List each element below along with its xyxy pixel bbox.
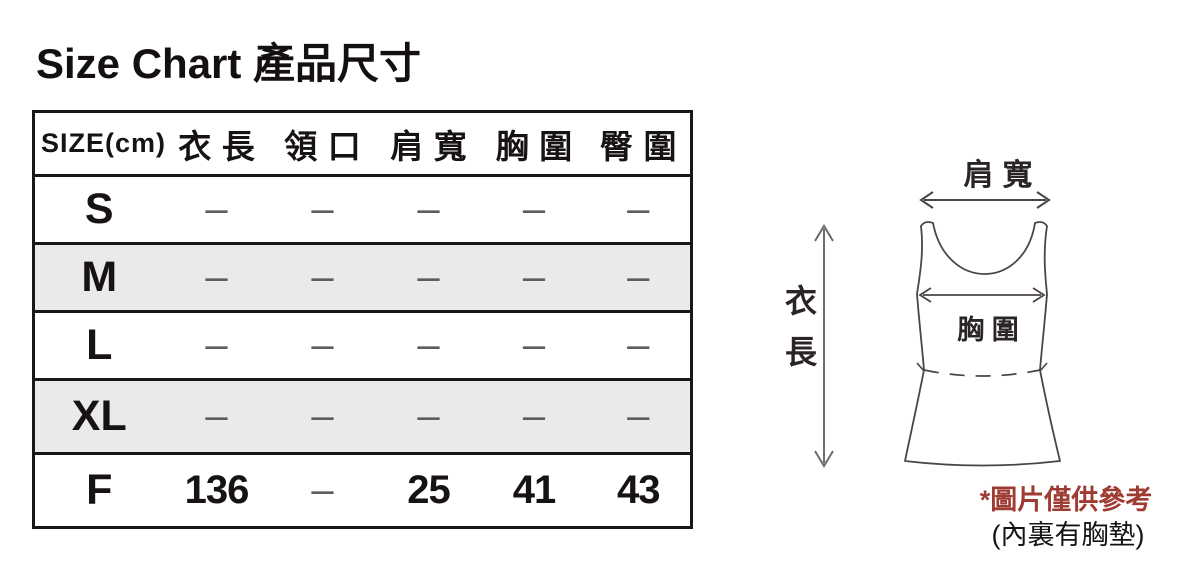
column-header-garment-length: 衣長 bbox=[178, 127, 266, 165]
cell-hip: – bbox=[627, 394, 650, 438]
cell-shoulder-width: – bbox=[417, 394, 440, 438]
column-header-chest: 胸圍 bbox=[495, 127, 583, 165]
cell-garment-length: – bbox=[205, 323, 228, 367]
cell-shoulder-width: – bbox=[417, 187, 440, 231]
cell-garment-length: 136 bbox=[184, 468, 250, 512]
table-row-l: L – – – – – bbox=[33, 312, 692, 380]
cell-garment-length: – bbox=[205, 394, 228, 438]
shoulder-width-arrow bbox=[919, 191, 1051, 209]
cell-hip: – bbox=[627, 187, 650, 231]
cell-hip: – bbox=[627, 255, 650, 299]
cell-garment-length: – bbox=[205, 255, 228, 299]
size-label: S bbox=[84, 185, 114, 233]
chest-label: 胸圍 bbox=[957, 315, 1027, 345]
cell-shoulder-width: – bbox=[417, 255, 440, 299]
cell-neckline: – bbox=[311, 468, 334, 512]
table-row-s: S – – – – – bbox=[33, 176, 692, 244]
cell-neckline: – bbox=[311, 323, 334, 367]
cell-hip: 43 bbox=[617, 468, 661, 512]
table-row-xl: XL – – – – – bbox=[33, 379, 692, 454]
size-label: F bbox=[86, 466, 113, 514]
size-label: M bbox=[81, 253, 118, 301]
cell-neckline: – bbox=[311, 187, 334, 231]
reference-note: *圖片僅供參考 bbox=[979, 485, 1153, 515]
waist-dashed-seam bbox=[916, 362, 1048, 377]
cell-chest: – bbox=[522, 323, 546, 367]
table-header-row: SIZE(cm) 衣長 領口 肩寬 胸圍 臀圍 bbox=[33, 112, 692, 176]
table-row-f: F 136 – 25 41 43 bbox=[34, 454, 692, 528]
cell-neckline: – bbox=[311, 255, 334, 299]
page-title: Size Chart 產品尺寸 bbox=[36, 40, 422, 87]
cell-neckline: – bbox=[311, 394, 334, 438]
chest-pad-note: (內裏有胸墊) bbox=[991, 520, 1145, 550]
cell-hip: – bbox=[627, 323, 650, 367]
cell-garment-length: – bbox=[205, 187, 228, 231]
chest-arrow bbox=[918, 287, 1046, 303]
column-header-hip: 臀圍 bbox=[599, 127, 688, 165]
shoulder-width-label: 肩寬 bbox=[963, 159, 1042, 192]
cell-chest: 41 bbox=[512, 468, 557, 512]
column-header-size: SIZE(cm) bbox=[41, 128, 164, 158]
size-label: L bbox=[86, 321, 113, 369]
size-chart-table: SIZE(cm) 衣長 領口 肩寬 胸圍 臀圍 S – – – – – M – … bbox=[32, 110, 693, 529]
column-header-neckline: 領口 bbox=[284, 127, 372, 165]
garment-length-label: 衣長 bbox=[784, 283, 817, 370]
garment-diagram bbox=[814, 191, 1061, 468]
cell-chest: – bbox=[522, 187, 546, 231]
table-row-m: M – – – – – bbox=[33, 243, 692, 312]
garment-length-arrow bbox=[814, 224, 834, 468]
cell-shoulder-width: 25 bbox=[407, 468, 451, 512]
column-header-shoulder-width: 肩寬 bbox=[390, 127, 478, 165]
size-label: XL bbox=[71, 392, 127, 440]
cell-chest: – bbox=[522, 394, 546, 438]
cell-shoulder-width: – bbox=[417, 323, 440, 367]
cell-chest: – bbox=[522, 255, 546, 299]
